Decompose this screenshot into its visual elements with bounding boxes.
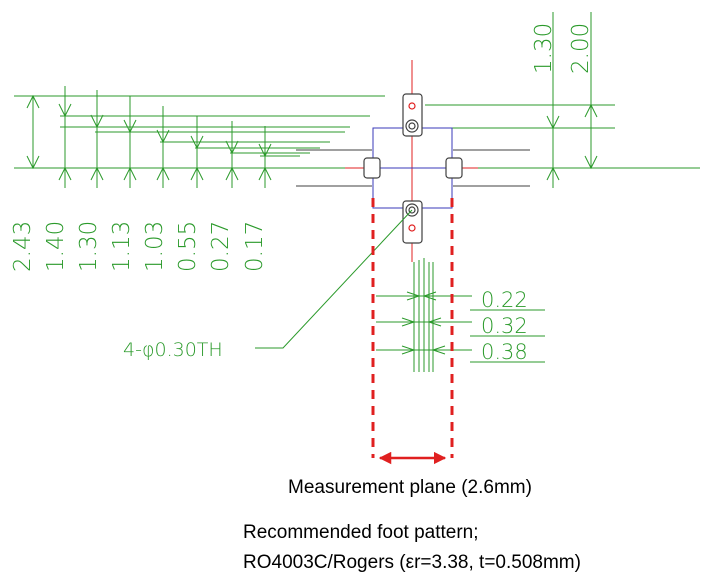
right-dimension-labels: 0.22 0.32 0.38 (481, 288, 528, 364)
left-dimension-labels: 2.43 1.40 1.30 1.13 1.03 0.55 0.27 0.17 (10, 221, 268, 272)
measurement-plane (371, 198, 454, 465)
top-dimension-labels: 1.30 2.00 (531, 23, 594, 74)
dim-label: 0.17 (242, 221, 268, 272)
dim-label: 1.30 (531, 23, 557, 74)
dim-label: 2.00 (568, 23, 594, 74)
pad-left (363, 157, 381, 179)
substrate-caption: RO4003C/Rogers (εr=3.38, t=0.508mm) (243, 552, 581, 573)
right-dimensions (376, 258, 545, 372)
dim-label: 0.55 (175, 221, 201, 272)
dim-label: 1.03 (142, 221, 168, 272)
hole-callout-label: 4-φ0.30TH (123, 339, 223, 361)
dim-label: 0.32 (481, 314, 528, 338)
dim-label: 0.22 (481, 288, 528, 312)
dim-label: 2.43 (10, 221, 36, 272)
hole-callout: 4-φ0.30TH (123, 209, 413, 361)
hole (405, 119, 419, 133)
pad-right (445, 157, 463, 179)
dim-label: 1.30 (76, 221, 102, 272)
top-right-dimensions (425, 12, 615, 188)
hole (408, 102, 416, 110)
dim-label: 0.27 (208, 221, 234, 272)
measurement-plane-caption: Measurement plane (2.6mm) (288, 477, 532, 498)
leads (296, 149, 530, 187)
hole (408, 224, 416, 232)
dim-label: 1.40 (43, 221, 69, 272)
dim-label: 1.13 (109, 221, 135, 272)
pads (363, 93, 463, 244)
foot-pattern-caption: Recommended foot pattern; (243, 522, 479, 543)
left-dimensions (14, 86, 700, 188)
dim-label: 0.38 (481, 340, 528, 364)
leader-line (255, 209, 413, 349)
